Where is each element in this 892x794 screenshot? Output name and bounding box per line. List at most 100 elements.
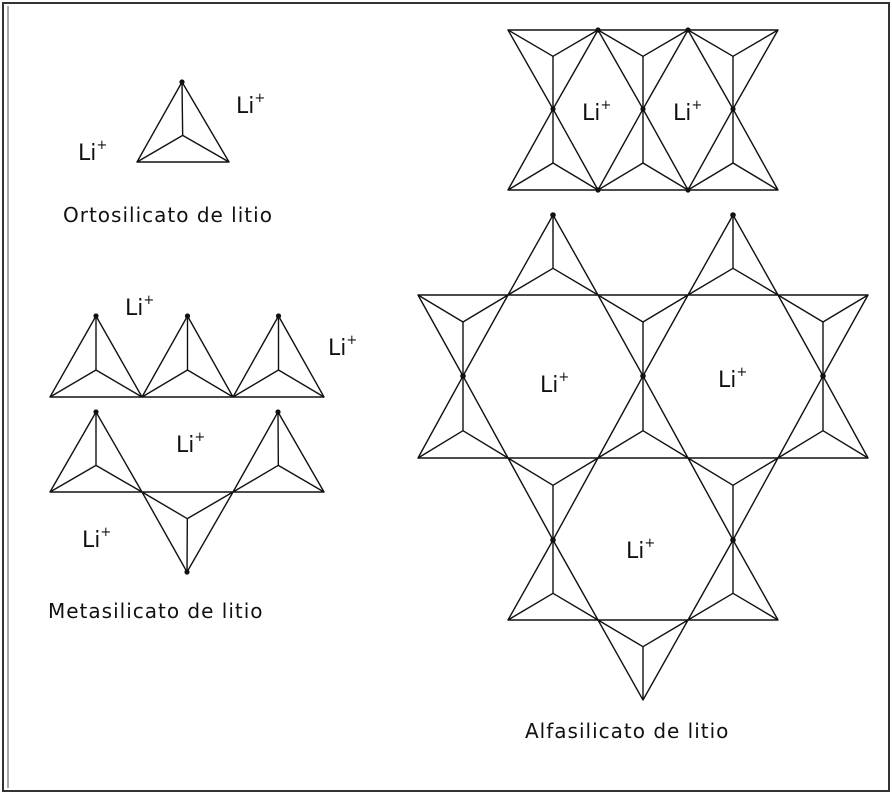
- ion-charge-superscript: +: [194, 430, 205, 445]
- ortosilicate-caption: Ortosilicato de litio: [63, 203, 273, 227]
- tetrahedron-edge: [232, 369, 279, 398]
- alfasilicate-chain-tetrahedron: [597, 108, 689, 191]
- tetrahedron-edge: [732, 457, 779, 486]
- oxygen-vertex: [640, 373, 646, 379]
- tetrahedron-edge: [597, 29, 644, 57]
- tetrahedron-outline: [597, 375, 689, 459]
- alfasilicate-ring-tetrahedron: [597, 294, 689, 377]
- ion-charge-superscript: +: [691, 98, 702, 113]
- tetrahedron-outline: [232, 411, 325, 493]
- tetrahedron-edge: [687, 162, 734, 191]
- tetrahedron-outline: [597, 294, 689, 377]
- tetrahedron-outline: [49, 315, 143, 398]
- alfasilicate-ring-tetrahedron: [777, 294, 869, 377]
- tetrahedron-edge: [232, 464, 279, 493]
- tetrahedron-edge: [181, 81, 184, 136]
- alfasilicate-chain-tetrahedron: [687, 29, 779, 110]
- oxygen-vertex: [730, 537, 736, 543]
- tetrahedron-outline: [49, 411, 143, 493]
- alfasilicate-chain-tetrahedron: [507, 29, 599, 110]
- metasilicate-lower-tetrahedron: [232, 409, 325, 493]
- tetrahedron-outline: [507, 108, 599, 191]
- alfasilicate-ring-tetrahedron: [687, 214, 779, 296]
- oxygen-vertex: [93, 313, 99, 319]
- ion-charge-superscript: +: [346, 333, 357, 348]
- tetrahedron-edge: [822, 430, 869, 459]
- oxygen-vertex: [179, 79, 185, 85]
- tetrahedron-edge: [687, 29, 734, 57]
- alfasilicate-ring-tetrahedron: [507, 457, 599, 541]
- alfasilicate-ring-tetrahedron: [507, 539, 599, 621]
- ion-charge-superscript: +: [644, 536, 655, 551]
- tetrahedron-outline: [507, 29, 599, 110]
- metasilicate-inverted-tetrahedron: [141, 491, 234, 575]
- tetrahedron-outline: [507, 457, 599, 541]
- alfasilicate-ring-tetrahedron: [777, 375, 869, 459]
- metasilicate-upper-tetrahedron: [232, 313, 325, 398]
- alfasilicate-ring-tetrahedron: [507, 214, 599, 296]
- tetrahedron-edge: [507, 267, 554, 296]
- ortosilicate-group: [136, 79, 230, 163]
- tetrahedron-edge: [687, 592, 734, 621]
- tetrahedron-outline: [507, 214, 599, 296]
- tetrahedron-edge: [597, 294, 644, 323]
- tetrahedron-outline: [141, 491, 234, 573]
- tetrahedron-edge: [552, 267, 599, 296]
- oxygen-vertex: [93, 409, 99, 415]
- tetrahedron-edge: [732, 592, 779, 621]
- tetrahedron-outline: [417, 294, 509, 377]
- tetrahedron-edge: [278, 369, 325, 398]
- alfasilicate-chain-tetrahedron: [597, 29, 689, 110]
- tetrahedron-edge: [597, 162, 644, 191]
- tetrahedron-edge: [732, 162, 779, 191]
- tetrahedron-edge: [732, 267, 779, 296]
- tetrahedron-edge: [642, 162, 689, 191]
- tetrahedron-edge: [507, 457, 554, 486]
- tetrahedron-outline: [136, 81, 230, 163]
- oxygen-vertex: [685, 187, 691, 193]
- metasilicate-group: [49, 313, 325, 575]
- metasilicate-upper-tetrahedron: [49, 313, 143, 398]
- tetrahedron-outline: [141, 315, 234, 398]
- tetrahedron-outline: [687, 108, 779, 191]
- alfasilicate-chain-tetrahedron: [507, 108, 599, 191]
- oxygen-vertex: [550, 537, 556, 543]
- tetrahedron-edge: [462, 294, 509, 323]
- oxygen-vertex: [550, 212, 556, 218]
- tetrahedron-outline: [232, 315, 325, 398]
- alfasilicate-top-chain-group: [507, 27, 779, 193]
- oxygen-vertex: [730, 106, 736, 112]
- oxygen-vertex: [730, 212, 736, 218]
- tetrahedron-edge: [732, 29, 779, 57]
- ion-charge-superscript: +: [96, 138, 107, 153]
- tetrahedron-edge: [687, 267, 734, 296]
- ion-charge-superscript: +: [143, 293, 154, 308]
- tetrahedron-edge: [822, 294, 869, 323]
- ion-charge-superscript: +: [558, 370, 569, 385]
- alfasilicate-ring-tetrahedron: [597, 619, 689, 701]
- tetrahedron-edge: [777, 430, 824, 459]
- tetrahedron-edge: [507, 29, 554, 57]
- tetrahedron-edge: [277, 464, 325, 493]
- tetrahedron-edge: [95, 464, 143, 493]
- tetrahedron-outline: [777, 375, 869, 459]
- tetrahedron-edge: [552, 162, 599, 191]
- alfasilicate-ring-tetrahedron: [417, 294, 509, 377]
- alfasilicate-ring-tetrahedron: [687, 457, 779, 541]
- tetrahedron-edge: [642, 294, 689, 323]
- tetrahedron-edge: [777, 294, 824, 323]
- tetrahedron-edge: [417, 294, 464, 323]
- oxygen-vertex: [550, 106, 556, 112]
- tetrahedron-edge: [186, 491, 234, 520]
- ion-charge-superscript: +: [254, 91, 265, 106]
- lithium-ion-labels: Li+Li+Li+Li+Li+Li+Li+Li+Li+Li+Li+: [78, 91, 747, 564]
- oxygen-vertex: [640, 106, 646, 112]
- metasilicate-caption: Metasilicato de litio: [48, 599, 264, 623]
- tetrahedron-edge: [552, 29, 599, 57]
- tetrahedron-edge: [182, 134, 230, 163]
- oxygen-vertex: [275, 409, 281, 415]
- tetrahedron-edge: [136, 134, 184, 163]
- tetrahedron-edge: [597, 619, 644, 648]
- alfasilicate-ring-tetrahedron: [417, 375, 509, 459]
